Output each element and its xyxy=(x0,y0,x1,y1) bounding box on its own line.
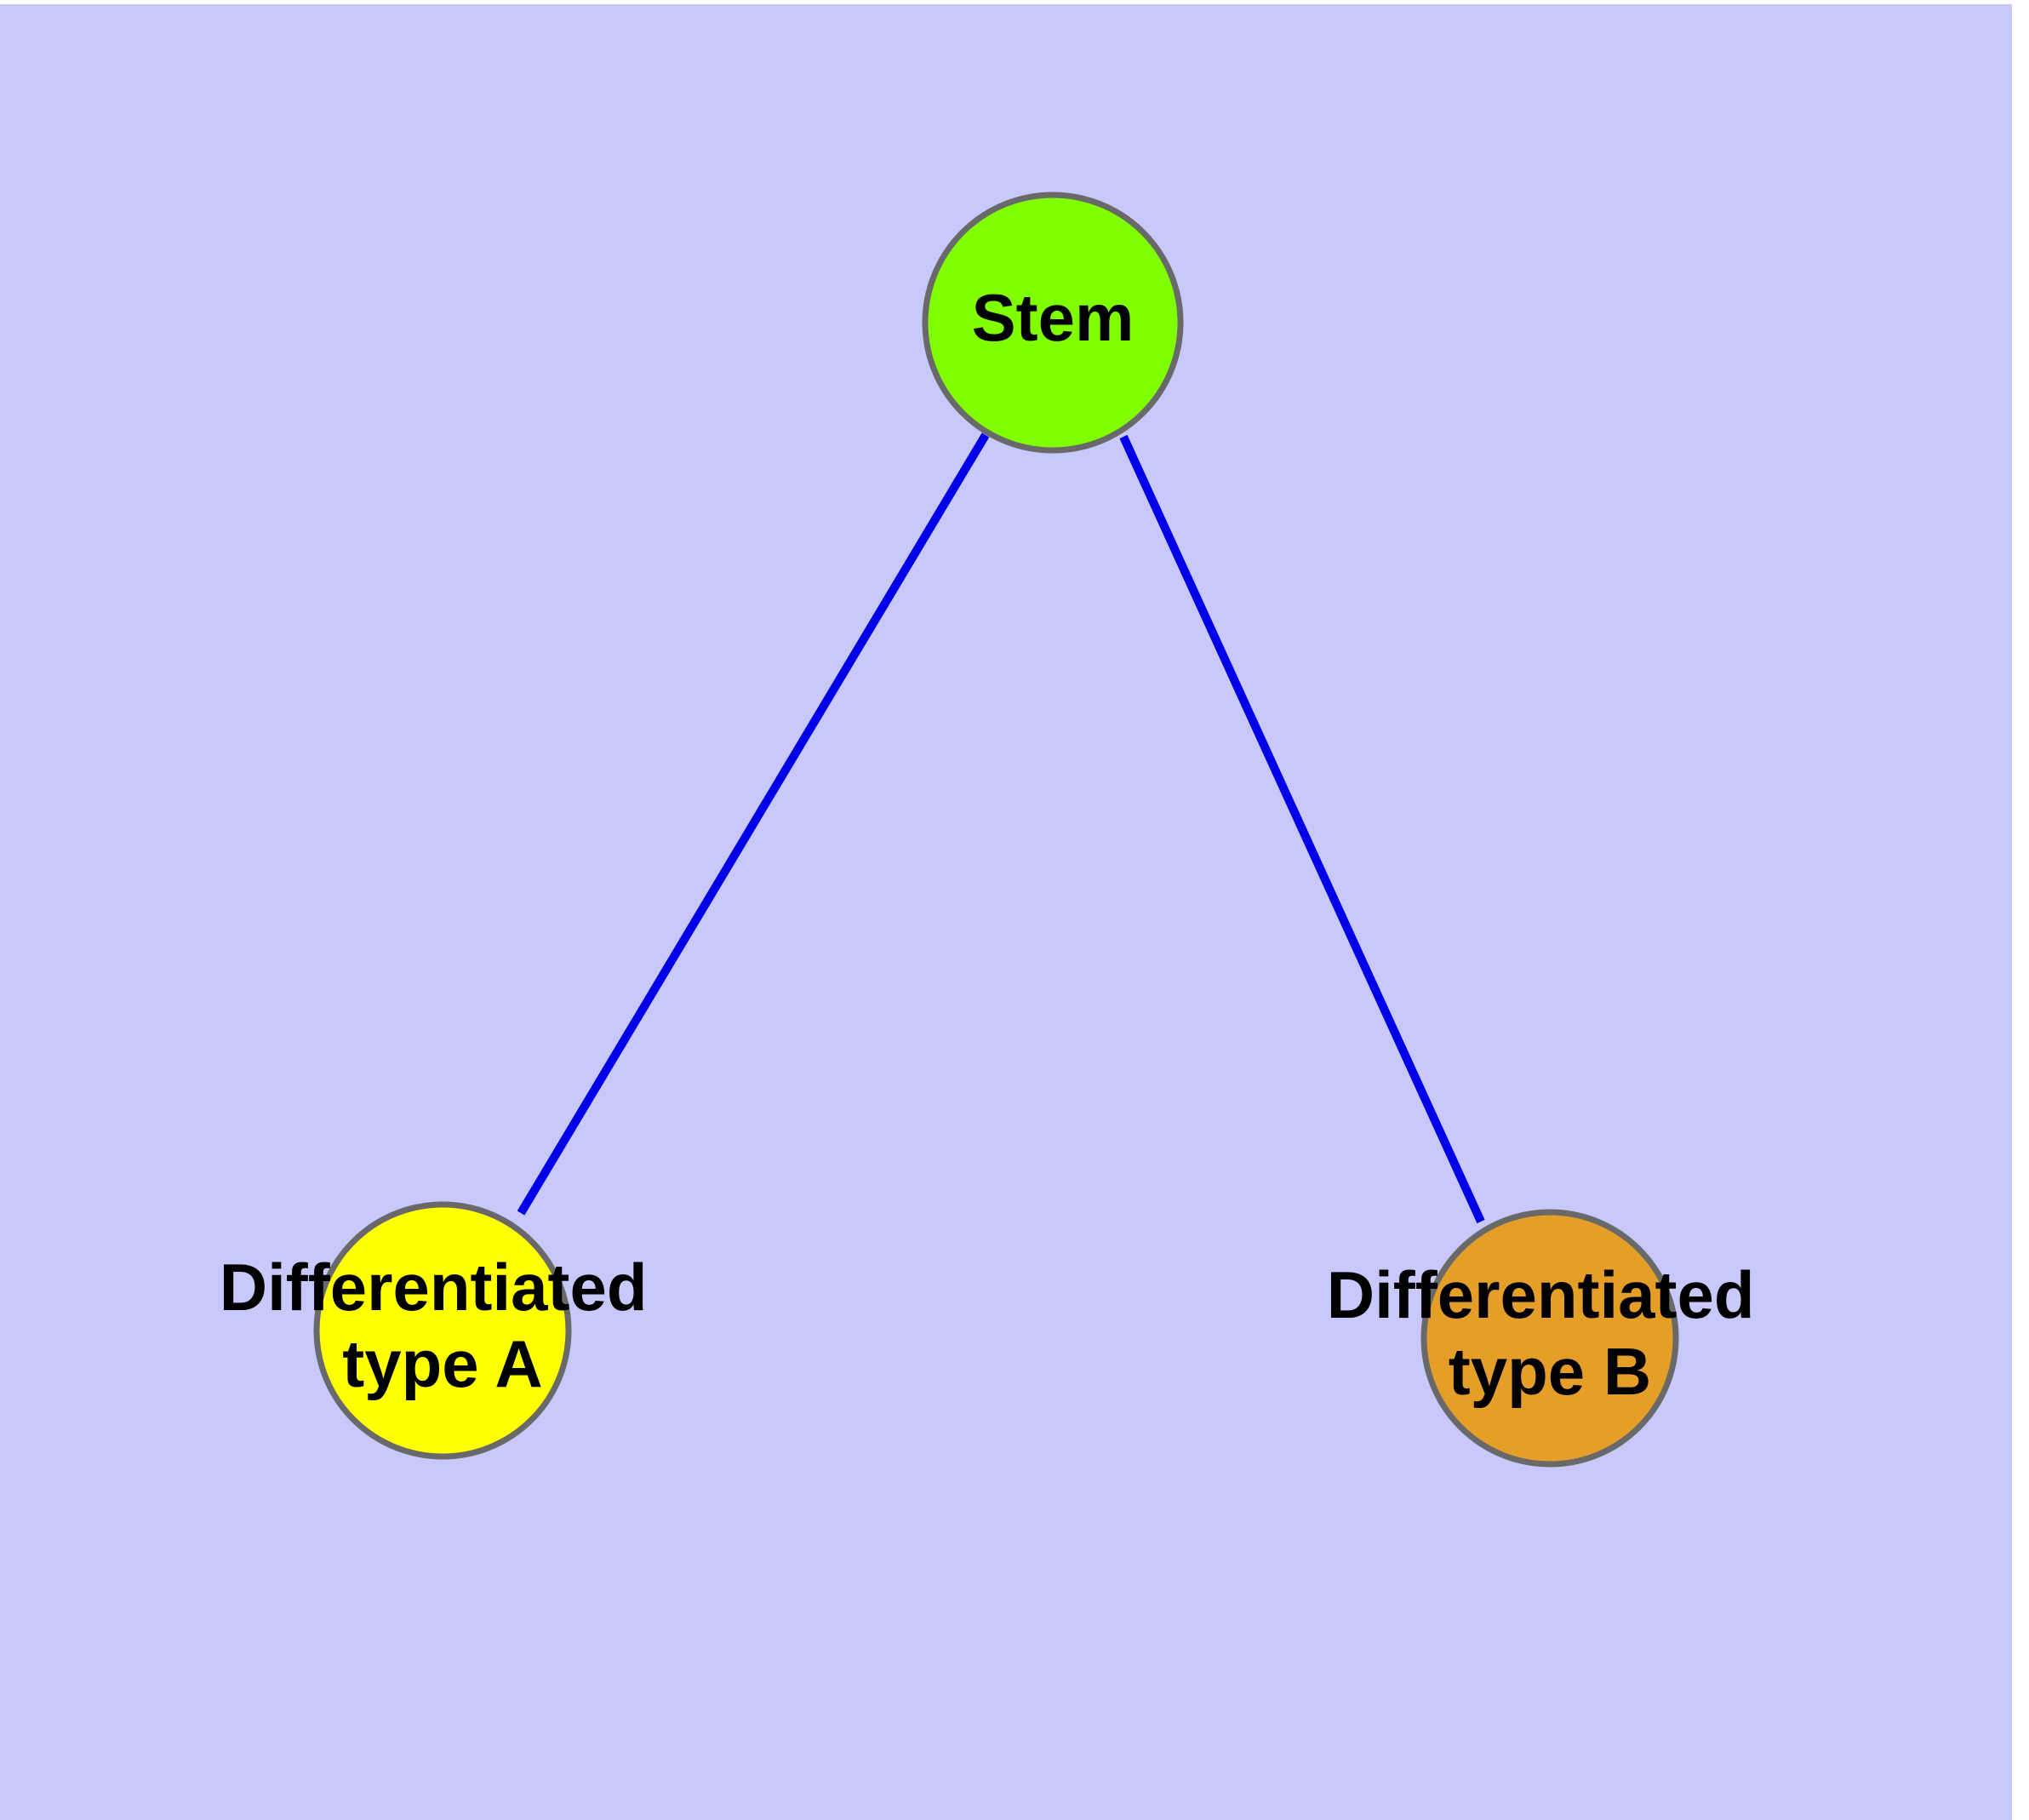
node-differentiated-type-b[interactable]: Differentiated type B xyxy=(1327,1209,1773,1468)
node-differentiated-type-a-label: Differentiated type A xyxy=(220,1249,666,1400)
edge-stem-to-differentiated-type-a[interactable] xyxy=(517,432,990,1216)
edge-stem-to-differentiated-type-b[interactable] xyxy=(1119,434,1485,1224)
node-differentiated-type-a-circle[interactable] xyxy=(313,1201,572,1460)
node-stem-label: Stem xyxy=(972,280,1135,355)
node-differentiated-type-b-circle[interactable] xyxy=(1420,1209,1679,1468)
node-stem-label-line-1: Stem xyxy=(972,280,1135,355)
node-differentiated-type-a-label-line-1: Differentiated xyxy=(220,1249,648,1324)
diagram-plot-area: Stem Differentiated type A Differentiate… xyxy=(0,4,2012,1820)
node-stem[interactable]: Stem xyxy=(922,192,1184,454)
node-differentiated-type-b-label: Differentiated type B xyxy=(1327,1256,1773,1408)
edge-group xyxy=(517,432,1485,1224)
graph-svg: Stem Differentiated type A Differentiate… xyxy=(220,192,1773,1468)
node-differentiated-type-a[interactable]: Differentiated type A xyxy=(220,1201,666,1460)
node-differentiated-type-b-label-line-1: Differentiated xyxy=(1327,1256,1755,1331)
node-differentiated-type-b-label-line-2: type B xyxy=(1449,1334,1651,1409)
node-differentiated-type-a-label-line-2: type A xyxy=(342,1326,543,1401)
node-group: Stem Differentiated type A Differentiate… xyxy=(220,192,1773,1468)
node-stem-circle[interactable] xyxy=(922,192,1184,454)
